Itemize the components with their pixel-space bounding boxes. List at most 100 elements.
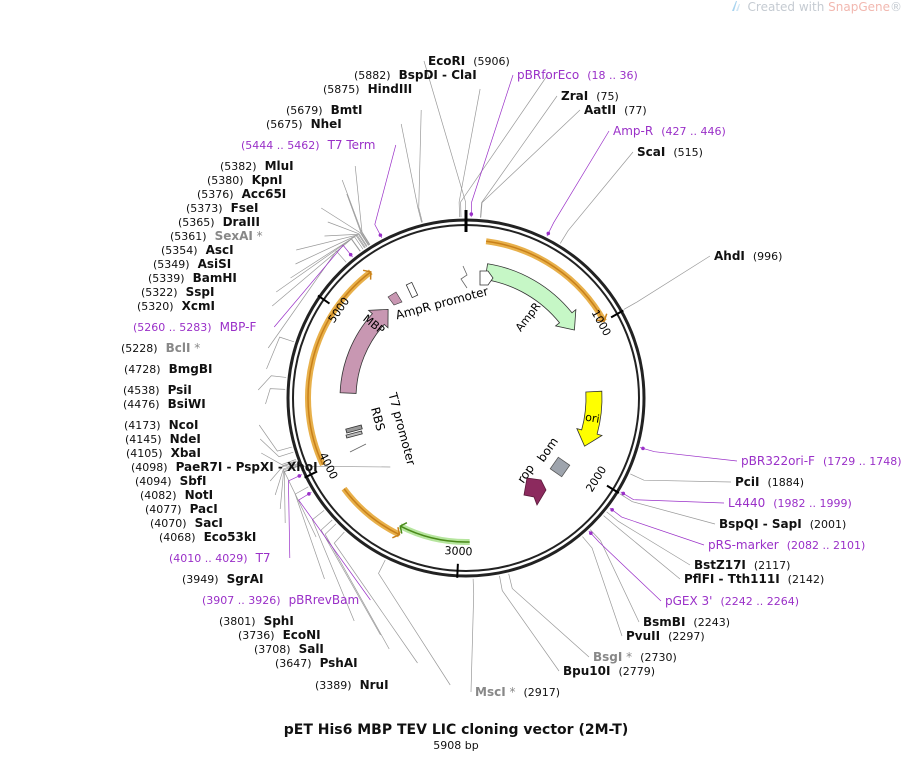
site-position: (1884) — [768, 476, 805, 489]
site-position: (2297) — [668, 630, 705, 643]
svg-text:(5376)Acc65I: (5376)Acc65I — [197, 187, 286, 201]
svg-text:(5320)XcmI: (5320)XcmI — [137, 299, 215, 313]
svg-text:(4070)SacI: (4070)SacI — [150, 516, 223, 530]
site-position: (4077) — [145, 503, 182, 516]
site-position: (5380) — [207, 174, 244, 187]
site-name: BclI — [166, 341, 191, 355]
svg-text:(5361)SexAI *: (5361)SexAI * — [170, 229, 263, 243]
site-sexai: (5361)SexAI * — [170, 229, 263, 243]
svg-text:(4082)NotI: (4082)NotI — [140, 488, 213, 502]
svg-text:BspQI - SapI(2001): BspQI - SapI(2001) — [719, 517, 846, 531]
primer-leader — [288, 474, 303, 559]
site-pflfi-tth111i: PflFI - Tth111I(2142) — [684, 572, 824, 586]
primer-leader — [374, 144, 397, 238]
site-aatii: AatII(77) — [584, 103, 647, 117]
site-name: ScaI — [637, 145, 665, 159]
watermark-suffix: ® — [890, 0, 902, 14]
svg-text:BsgI *(2730): BsgI *(2730) — [593, 650, 677, 664]
primer-leader — [609, 507, 705, 546]
primer-leader — [298, 491, 371, 601]
svg-text:(3736)EcoNI: (3736)EcoNI — [238, 628, 321, 642]
site-name: AscI — [206, 243, 234, 257]
svg-text:(3389)NruI: (3389)NruI — [315, 678, 389, 692]
site-bsmbi: BsmBI(2243) — [643, 615, 730, 629]
primer-marker — [621, 491, 626, 496]
site-ahdi: AhdI(996) — [714, 249, 782, 263]
ampr-promoter-arrow — [479, 270, 494, 286]
site-leader — [324, 523, 390, 650]
site-position: (2243) — [693, 616, 730, 629]
site-sphi: (3801)SphI — [219, 614, 294, 628]
svg-text:pGEX 3'(2242 .. 2264): pGEX 3'(2242 .. 2264) — [665, 594, 799, 608]
site-position: (3708) — [254, 643, 291, 656]
svg-text:AatII(77): AatII(77) — [584, 103, 647, 117]
feature-mbp-arrow — [339, 308, 389, 394]
site-leader — [559, 151, 634, 244]
primer-prs-marker: pRS-marker(2082 .. 2101) — [610, 507, 865, 552]
site-name: MluI — [265, 159, 294, 173]
svg-text:PvuII(2297): PvuII(2297) — [626, 629, 705, 643]
site-leader — [589, 529, 640, 623]
site-position: (5376) — [197, 188, 234, 201]
rbs-box-2 — [345, 430, 363, 439]
site-leader — [296, 234, 366, 251]
site-position: (2730) — [640, 651, 677, 664]
site-asci: (5354) AscI — [161, 243, 234, 257]
svg-text:(3801)SphI: (3801)SphI — [219, 614, 294, 628]
primer-pbrforeco: pBRforEco(18 .. 36) — [469, 68, 638, 216]
site-paci: (4077)PacI — [145, 502, 218, 516]
site-asisi: (5349)AsiSI — [153, 257, 231, 271]
site-name: NruI — [360, 678, 389, 692]
site-leader — [582, 536, 623, 637]
site-bstz17i: BstZ17I(2117) — [694, 558, 790, 572]
primer-pbr322ori-f: pBR322ori-F(1729 .. 1748) — [641, 446, 902, 468]
site-position: (4070) — [150, 517, 187, 530]
svg-text:(5349)AsiSI: (5349)AsiSI — [153, 257, 231, 271]
site-leader — [320, 519, 381, 636]
site-position: (3949) — [182, 573, 219, 586]
svg-text:(4728)BmgBI: (4728)BmgBI — [124, 362, 212, 376]
site-position: (5349) — [153, 258, 190, 271]
svg-text:(5875)HindIII: (5875)HindIII — [323, 82, 412, 96]
primer-range: (1982 .. 1999) — [773, 497, 852, 510]
feature-ampr-label: AmpR — [513, 300, 544, 334]
site-position: (4173) — [124, 419, 161, 432]
svg-text:(5322)SspI: (5322)SspI — [141, 285, 214, 299]
tick-label: 5000 — [326, 295, 353, 325]
site-position: (4538) — [123, 384, 160, 397]
site-mlui: (5382)MluI — [220, 159, 294, 173]
orf-arrowhead — [362, 269, 372, 280]
site-eco53ki: (4068)Eco53kI — [159, 530, 256, 544]
primer-mbp-f: (5260 .. 5283)MBP-F — [133, 252, 353, 334]
primer-range: (1729 .. 1748) — [823, 455, 902, 468]
svg-text:ZraI(75): ZraI(75) — [561, 89, 619, 103]
site-leader — [354, 165, 371, 245]
primer-marker — [641, 446, 645, 451]
site-leader — [295, 235, 365, 265]
orf-arc — [398, 523, 470, 545]
site-name: XbaI — [171, 446, 201, 460]
site-position: (5354) — [161, 244, 198, 257]
site-leader — [423, 60, 466, 218]
svg-text:(5228)BclI *: (5228)BclI * — [121, 341, 200, 355]
primer-name: Amp-R — [613, 124, 653, 138]
site-nrui: (3389)NruI — [315, 678, 389, 692]
site-name: BsgI — [593, 650, 622, 664]
primer-leader — [588, 530, 662, 602]
svg-text:PflFI - Tth111I(2142): PflFI - Tth111I(2142) — [684, 572, 824, 586]
primer-marker — [307, 492, 311, 496]
site-leader — [282, 460, 391, 468]
svg-text:(5380)KpnI: (5380)KpnI — [207, 173, 282, 187]
site-name: MscI — [475, 685, 506, 699]
site-sspi: (5322)SspI — [141, 285, 214, 299]
site-ndei: (4145)NdeI — [125, 432, 201, 446]
site-name: SexAI — [215, 229, 253, 243]
his-tag-box — [405, 281, 419, 299]
svg-text:PciI(1884): PciI(1884) — [735, 475, 804, 489]
tev-site-mark — [387, 291, 403, 306]
site-name: HindIII — [368, 82, 413, 96]
primer-range: (2242 .. 2264) — [720, 595, 799, 608]
site-name: NcoI — [169, 418, 199, 432]
site-pcii: PciI(1884) — [735, 475, 804, 489]
site-name: SphI — [264, 614, 294, 628]
